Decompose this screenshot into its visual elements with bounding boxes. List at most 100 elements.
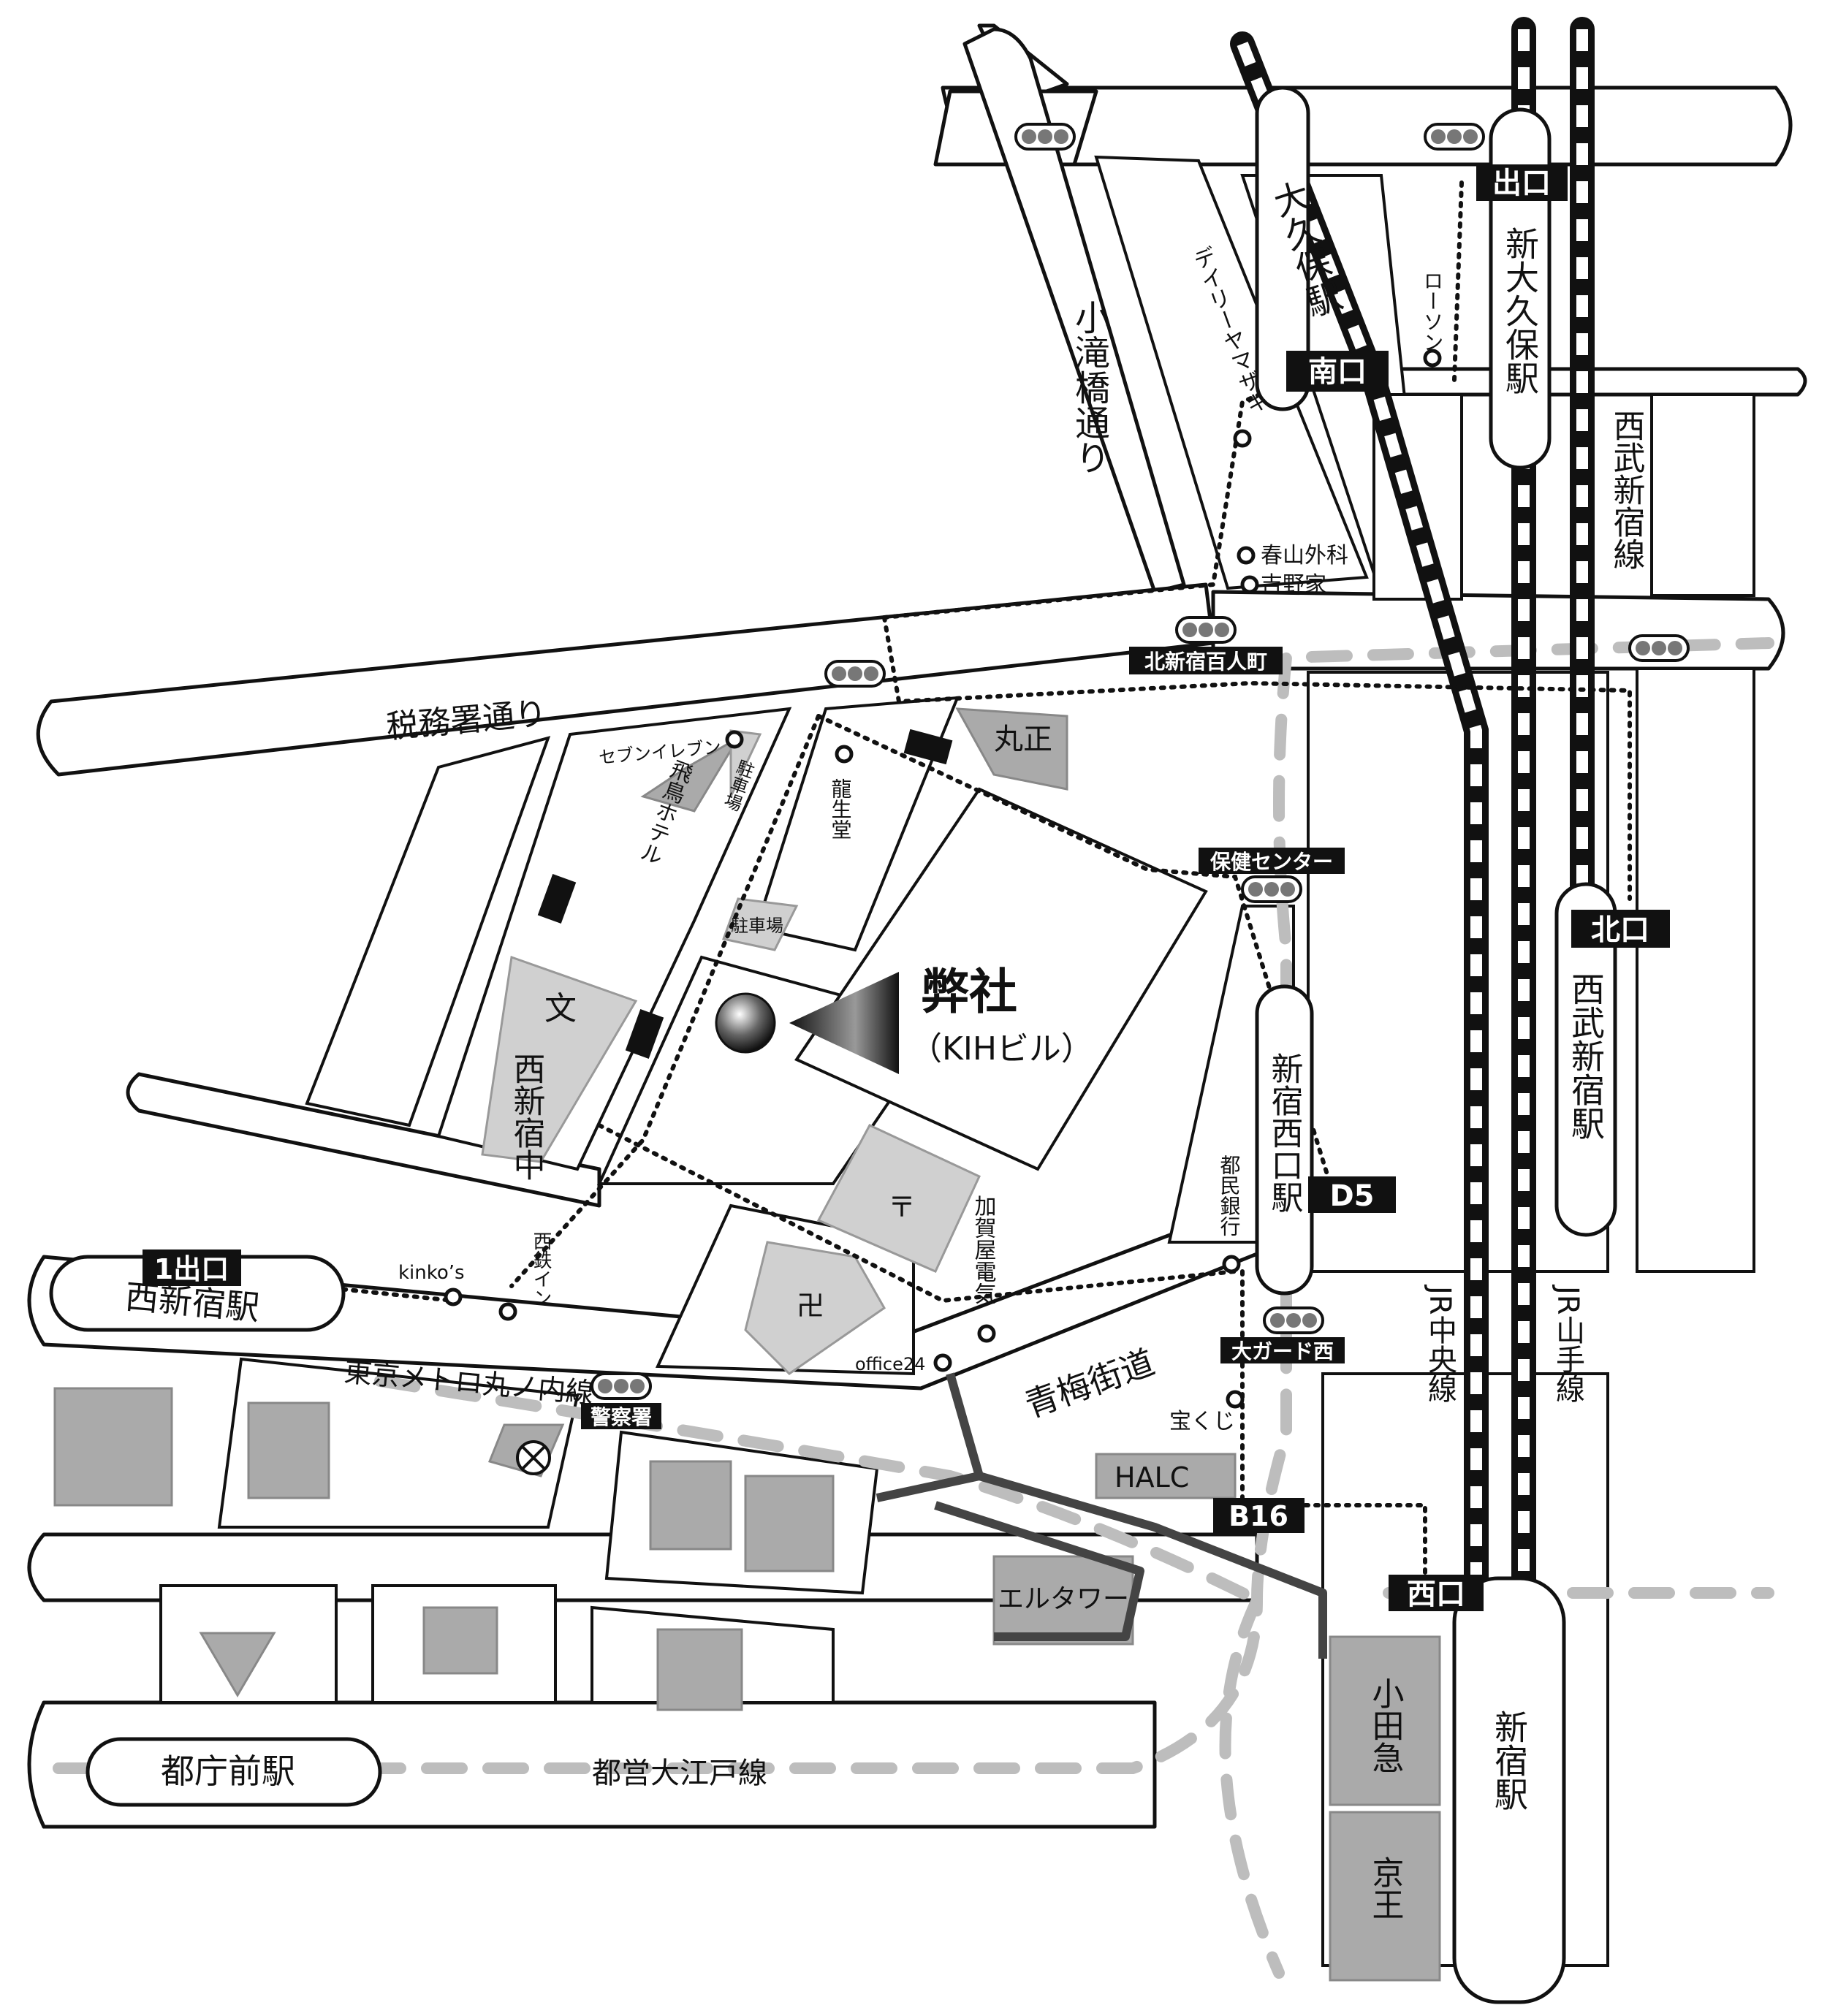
station-label-shinjuku: 新宿駅 (1489, 1710, 1529, 1811)
road-label-ome: 青梅街道 (1019, 1342, 1159, 1426)
poi-dot (1237, 546, 1256, 565)
landmark-takarakuji: 宝くじ (1169, 1409, 1235, 1434)
poi-dot (977, 1324, 996, 1343)
block-yamazaki (1094, 155, 1369, 590)
poi-dot (1226, 1390, 1245, 1409)
poi-dot (933, 1353, 952, 1372)
walk-route-ome (597, 1123, 1237, 1304)
exit-d5: D5 (1329, 1179, 1374, 1213)
traffic-light-icon (1241, 875, 1302, 903)
intersection-kita-shinjuku: 北新宿百人町 (1144, 650, 1267, 674)
building-gray-4 (744, 1475, 835, 1572)
landmark-kinkos: kinko’s (398, 1262, 465, 1284)
underground-passage (876, 1372, 1327, 1659)
station-shinjuku-shape (1452, 1576, 1566, 2004)
intersection-police: 警察署 (590, 1405, 652, 1429)
company-marker: 弊社 （KIHビル） (715, 964, 1093, 1074)
building-post-office (816, 1124, 981, 1273)
landmark-kagaya: 加賀屋電気 (971, 1195, 997, 1304)
exit-okubo-south-box (1286, 351, 1389, 392)
block-nw-1 (305, 736, 551, 1127)
exit-shinjuku-west-box (1389, 1575, 1484, 1611)
walk-route-west (509, 714, 821, 1288)
company-location-icon (715, 992, 776, 1054)
exit-seibu-north: 北口 (1591, 913, 1649, 947)
poi-dot (835, 745, 854, 764)
building-school (481, 955, 638, 1163)
underground-2 (978, 1472, 1327, 1659)
police-cross-icon (521, 1445, 546, 1470)
exit-seibu-north-box (1571, 910, 1670, 948)
exit-shinjuku-west: 西口 (1407, 1578, 1465, 1611)
building-asuka-hotel (640, 734, 742, 813)
poi-dot (1423, 349, 1442, 368)
poi-dot (725, 730, 744, 749)
intersection-kita-shinjuku-box (1129, 647, 1283, 674)
school-icon: 文 (544, 990, 577, 1027)
landmark-nishitetsu-inn: 西鉄イン (530, 1231, 552, 1307)
landmark-marusho: 丸正 (994, 723, 1052, 756)
one-way-arrow-icon (903, 729, 953, 765)
poi-dot (444, 1287, 463, 1306)
rail-jr-chuo-ties (1237, 42, 1482, 1593)
landmark-el-tower: エルタワー (998, 1584, 1129, 1614)
gray-buildings (53, 707, 1441, 1982)
post-office-icon: 〒 (888, 1191, 916, 1223)
intersection-hoken-box (1199, 848, 1345, 874)
landmark-lawson: ローソン (1421, 270, 1445, 352)
traffic-light-icon (590, 1372, 652, 1400)
traffic-light-icon (1424, 123, 1485, 151)
poi-dot (1240, 575, 1259, 594)
exit-nishi-shinjuku-1-box (143, 1249, 241, 1286)
underground-1 (876, 1372, 984, 1502)
station-shapes (49, 85, 1617, 2004)
station-tochomae-shape (86, 1737, 382, 1807)
building-gray-3 (649, 1460, 732, 1551)
rail-label-oedo: 都営大江戸線 (592, 1757, 767, 1790)
road-kita-shinjuku (1211, 590, 1785, 671)
building-el-tower (992, 1555, 1134, 1646)
landmark-keio: 京王 (1367, 1856, 1404, 1920)
building-gray-1 (53, 1387, 173, 1507)
landmark-nishi-shinjuku-jhs: 西新宿中 (508, 1052, 545, 1181)
station-okubo-shape (1255, 85, 1310, 411)
rail-label-seibu: 西武新宿線 (1608, 409, 1645, 570)
one-way-arrow-icon (537, 873, 577, 924)
building-marusho (955, 707, 1068, 791)
company-building: （KIHビル） (910, 1030, 1093, 1068)
exit-nishi-shinjuku-1: 1出口 (154, 1253, 229, 1285)
block-ryuseido (754, 696, 960, 952)
temple-icon: 卍 (797, 1290, 824, 1322)
landmark-tomin-bank: 都民銀行 (1218, 1155, 1242, 1236)
road-okubo-south (1386, 367, 1807, 397)
station-label-tochomae: 都庁前駅 (161, 1751, 295, 1791)
station-label-nishiguchi: 新宿西口駅 (1266, 1052, 1303, 1213)
building-keio (1329, 1811, 1441, 1982)
landmark-halc: HALC (1114, 1461, 1189, 1494)
landmark-yoshinoya: 吉野家 (1261, 572, 1326, 598)
traffic-light-icon (1263, 1306, 1324, 1334)
intersection-hoken: 保健センター (1210, 850, 1333, 874)
poi-dot (498, 1302, 517, 1321)
landmark-ryuseido: 龍生堂 (829, 778, 853, 840)
walk-route-b16 (1240, 1269, 1427, 1595)
building-gray-5 (422, 1606, 498, 1675)
traffic-lights (590, 123, 1690, 1400)
road-label-otakibashi: 小滝橋通り (1068, 300, 1109, 475)
poi-dot (1233, 429, 1252, 448)
exit-b16: B16 (1229, 1500, 1288, 1532)
block-seibu-station (1636, 667, 1755, 1273)
station-label-seibu-shinjuku: 西武新宿駅 (1566, 972, 1606, 1140)
exit-b16-box (1213, 1498, 1305, 1533)
building-parking-2 (722, 897, 799, 951)
landmark-office24: office24 (855, 1354, 925, 1374)
building-gray-6 (656, 1628, 743, 1711)
poi-markers (444, 349, 1442, 1475)
poi-dot (1222, 1255, 1241, 1274)
intersection-ogado-box (1220, 1337, 1345, 1363)
traffic-light-icon (1175, 616, 1237, 644)
one-way-arrow-icon (625, 1008, 664, 1060)
landmark-parking-2: 駐車場 (731, 916, 783, 936)
exit-shin-okubo-box (1476, 164, 1568, 201)
